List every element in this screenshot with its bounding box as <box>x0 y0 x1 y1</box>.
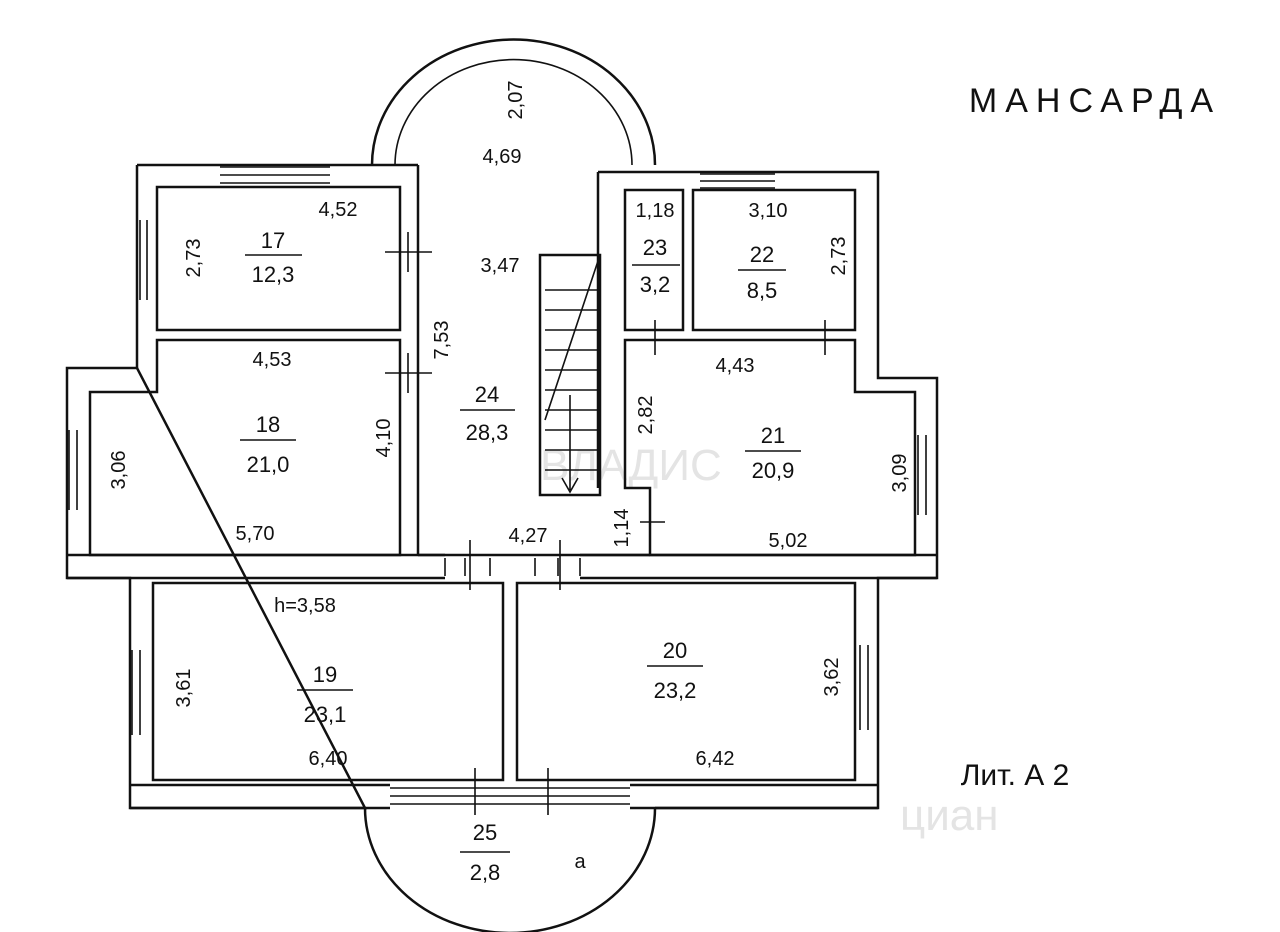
room-21: 21 20,9 <box>745 423 801 483</box>
svg-text:12,3: 12,3 <box>252 262 295 287</box>
svg-text:4,69: 4,69 <box>483 146 522 168</box>
svg-text:23,1: 23,1 <box>304 702 347 727</box>
watermark-cian: циан <box>900 791 999 840</box>
svg-text:2,8: 2,8 <box>470 860 501 885</box>
svg-text:2,73: 2,73 <box>828 237 850 276</box>
svg-text:3,61: 3,61 <box>173 669 195 708</box>
svg-text:28,3: 28,3 <box>466 420 509 445</box>
svg-text:3,09: 3,09 <box>889 454 911 493</box>
svg-text:3,47: 3,47 <box>481 255 520 277</box>
svg-text:4,43: 4,43 <box>716 355 755 377</box>
floor-title: МАНСАРДА <box>969 82 1221 120</box>
svg-text:4,10: 4,10 <box>373 419 395 458</box>
room-19: 19 23,1 <box>297 662 353 727</box>
room-20: 20 23,2 <box>647 638 703 703</box>
lit-label: Лит. А 2 <box>961 759 1070 792</box>
ceiling-height: h=3,58 <box>274 595 336 617</box>
room-23: 233,2 <box>632 235 680 297</box>
svg-text:1,18: 1,18 <box>636 200 675 222</box>
watermark-vladis: ВЛАДИС <box>540 441 722 490</box>
dimensions: 2,07 4,69 4,52 2,73 4,53 3,06 4,10 5,70 … <box>108 81 911 770</box>
svg-text:5,02: 5,02 <box>769 530 808 552</box>
svg-text:7,53: 7,53 <box>431 321 453 360</box>
svg-text:20,9: 20,9 <box>752 458 795 483</box>
svg-text:8,5: 8,5 <box>747 278 778 303</box>
svg-text:4,53: 4,53 <box>253 349 292 371</box>
svg-text:21: 21 <box>761 423 785 448</box>
svg-text:1,14: 1,14 <box>611 509 633 548</box>
svg-text:21,0: 21,0 <box>247 452 290 477</box>
svg-text:3,10: 3,10 <box>749 200 788 222</box>
outer-walls <box>65 38 939 932</box>
svg-text:2,07: 2,07 <box>505 81 527 120</box>
svg-text:6,40: 6,40 <box>309 748 348 770</box>
svg-text:3,2: 3,2 <box>640 272 671 297</box>
svg-text:5,70: 5,70 <box>236 523 275 545</box>
svg-text:17: 17 <box>261 228 285 253</box>
room-18: 18 21,0 <box>240 412 296 477</box>
room-24: 24 28,3 <box>460 382 515 445</box>
room-17: 17 12,3 <box>245 228 302 287</box>
svg-text:19: 19 <box>313 662 337 687</box>
svg-text:3,62: 3,62 <box>821 658 843 697</box>
svg-text:3,06: 3,06 <box>108 451 130 490</box>
svg-text:2,82: 2,82 <box>635 396 657 435</box>
room-22: 228,5 <box>738 242 786 303</box>
room-walls <box>67 166 937 815</box>
svg-text:22: 22 <box>750 242 774 267</box>
svg-text:23,2: 23,2 <box>654 678 697 703</box>
svg-text:2,73: 2,73 <box>183 239 205 278</box>
svg-text:4,52: 4,52 <box>319 199 358 221</box>
svg-text:24: 24 <box>475 382 499 407</box>
room-25: 252,8 <box>460 820 510 885</box>
svg-text:4,27: 4,27 <box>509 525 548 547</box>
svg-text:18: 18 <box>256 412 280 437</box>
svg-text:25: 25 <box>473 820 497 845</box>
svg-text:23: 23 <box>643 235 667 260</box>
svg-text:6,42: 6,42 <box>696 748 735 770</box>
svg-text:20: 20 <box>663 638 687 663</box>
balcony-label: а <box>574 851 586 873</box>
